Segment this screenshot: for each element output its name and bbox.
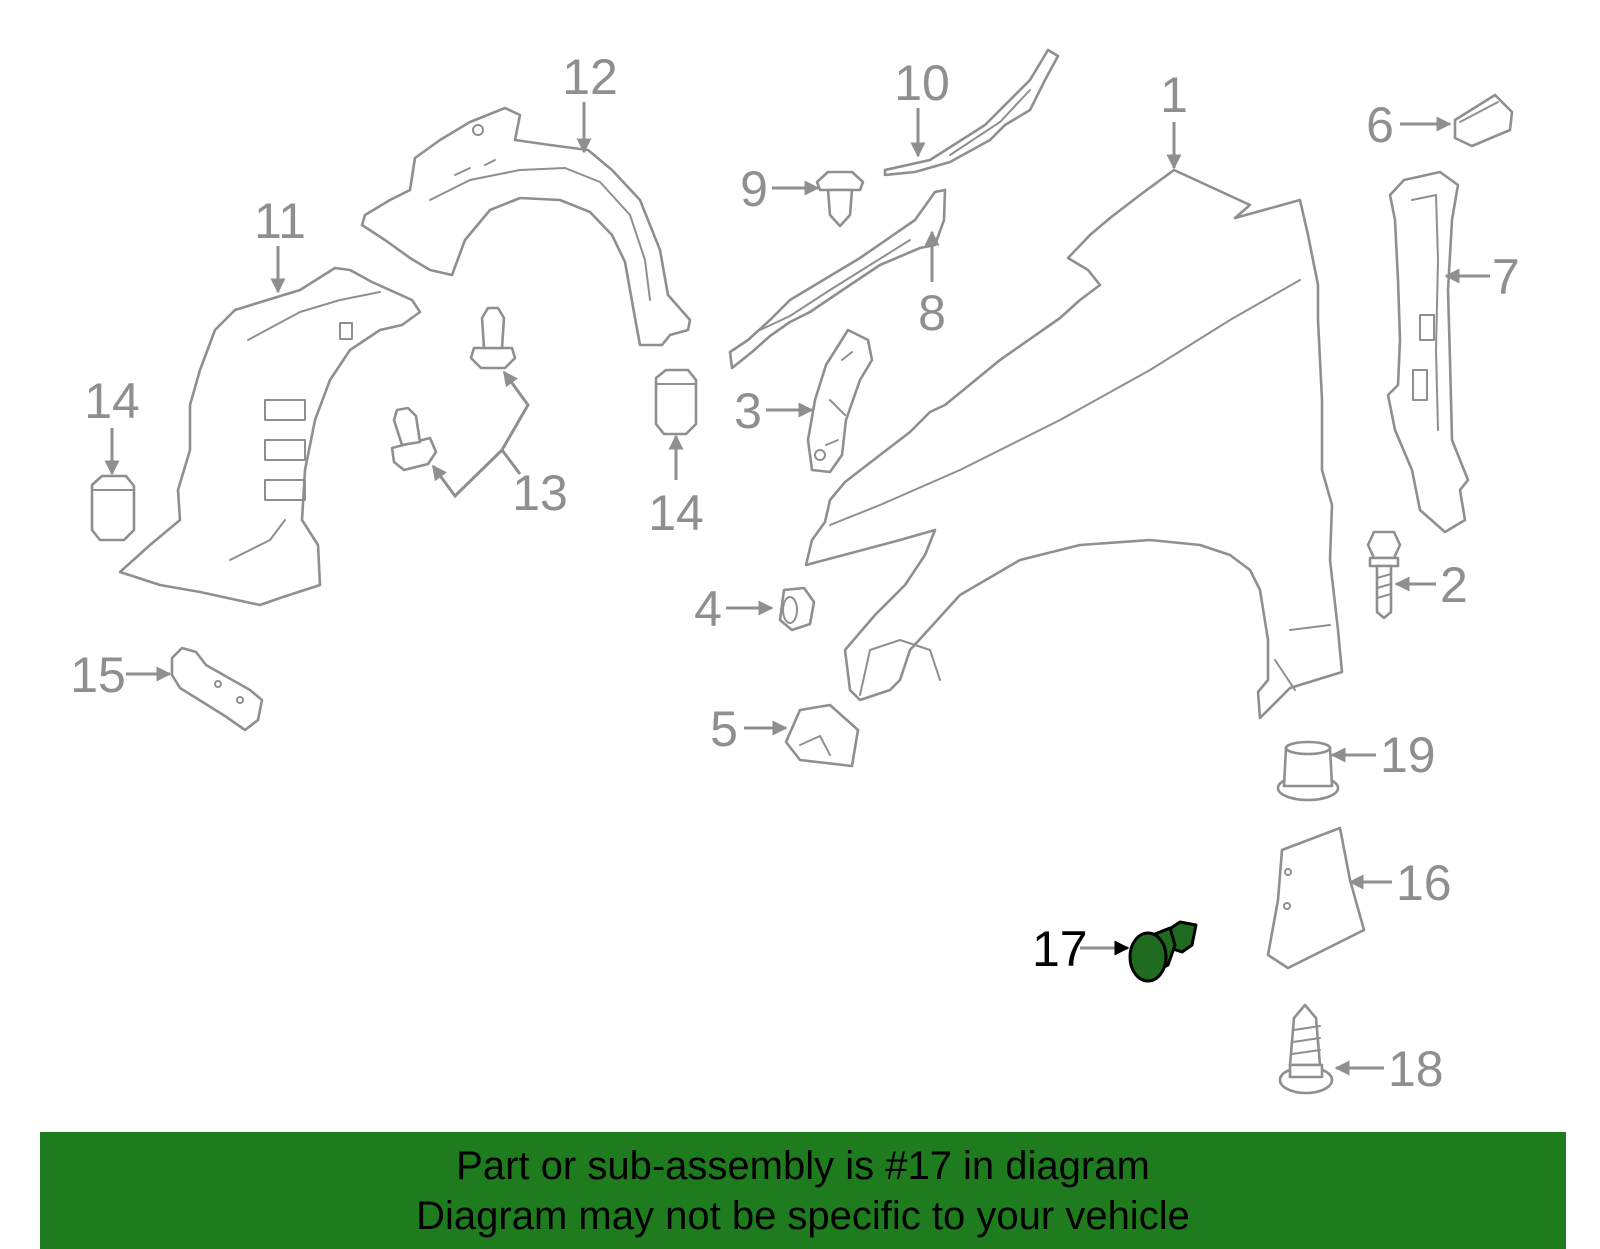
grommet-4-part[interactable]	[778, 586, 816, 632]
callout-11: 11	[254, 193, 306, 249]
leader-13b	[431, 448, 504, 499]
callout-3: 3	[734, 383, 762, 439]
callout-16: 16	[1396, 855, 1452, 911]
strip-10-part[interactable]	[883, 48, 1060, 177]
fender-part[interactable]	[804, 168, 1344, 720]
callout-14-left: 14	[84, 373, 140, 429]
collar-19-part[interactable]	[1276, 740, 1340, 802]
clip-9-part[interactable]	[815, 170, 865, 228]
callout-13: 13	[512, 465, 568, 521]
callout-6: 6	[1366, 97, 1394, 153]
callout-5: 5	[710, 701, 738, 757]
callout-17: 17	[1032, 921, 1088, 977]
banner-line-2: Diagram may not be specific to your vehi…	[416, 1193, 1190, 1238]
callout-7: 7	[1492, 249, 1520, 305]
banner-line-1: Part or sub-assembly is #17 in diagram	[456, 1143, 1150, 1188]
spacer-14-left-part[interactable]	[90, 474, 136, 542]
flap-16-part[interactable]	[1266, 826, 1366, 970]
bracket-7-part[interactable]	[1386, 170, 1470, 534]
callout-19: 19	[1380, 727, 1436, 783]
screw-18-part[interactable]	[1278, 1003, 1334, 1095]
clips-13-part[interactable]	[390, 306, 517, 472]
callout-12: 12	[562, 49, 618, 105]
cap-6-part[interactable]	[1453, 93, 1514, 148]
callout-10: 10	[894, 55, 950, 111]
callout-15: 15	[70, 647, 126, 703]
leader-13a	[500, 370, 530, 475]
bracket-3-part[interactable]	[806, 328, 874, 474]
callout-18: 18	[1388, 1041, 1444, 1097]
liner-12-part[interactable]	[360, 106, 692, 347]
spacer-14-right-part[interactable]	[654, 368, 698, 436]
bracket-15-part[interactable]	[170, 646, 264, 732]
clip-17-part[interactable]	[1128, 920, 1198, 983]
seal-5-part[interactable]	[784, 703, 860, 768]
liner-11-part[interactable]	[118, 266, 422, 607]
callout-14-right: 14	[648, 485, 704, 541]
callout-8: 8	[918, 285, 946, 341]
bolt-part[interactable]	[1366, 530, 1402, 620]
info-banner: Part or sub-assembly is #17 in diagram D…	[40, 1132, 1566, 1249]
callout-1: 1	[1160, 67, 1188, 123]
callout-9: 9	[740, 161, 768, 217]
callout-4: 4	[694, 581, 722, 637]
callout-2: 2	[1440, 557, 1468, 613]
